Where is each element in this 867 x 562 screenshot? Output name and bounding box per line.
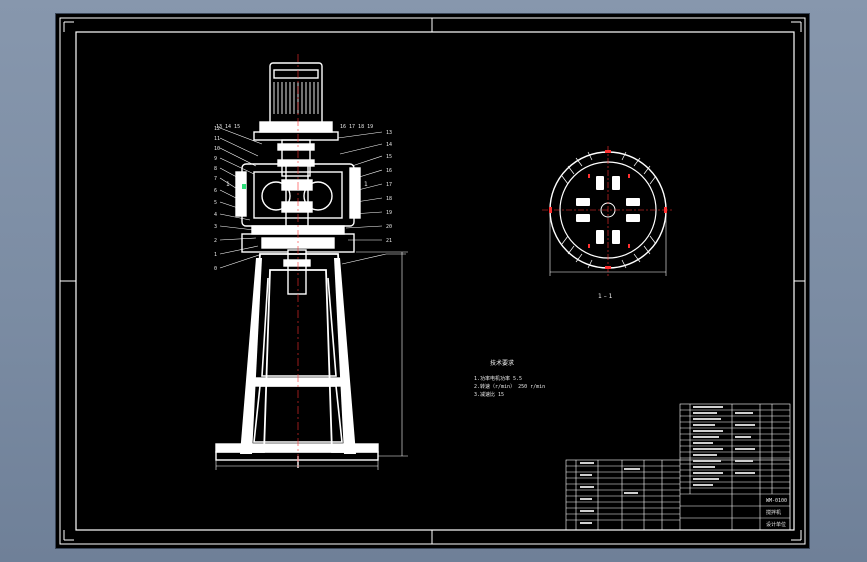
motor-fins bbox=[273, 82, 319, 114]
tech-line-1: 1.功率电机功率 5.5 bbox=[474, 375, 522, 382]
left-cover bbox=[235, 171, 247, 217]
leader-lines-right bbox=[337, 131, 406, 265]
centering-marks bbox=[60, 18, 805, 544]
title-block bbox=[565, 459, 791, 531]
part-balloons-left: 12 11 10 9 8 7 6 5 4 3 2 1 0 bbox=[214, 126, 220, 272]
svg-text:18: 18 bbox=[386, 196, 392, 202]
hatch-ring bbox=[561, 151, 657, 269]
svg-text:11: 11 bbox=[214, 136, 220, 142]
accent-marker bbox=[242, 184, 246, 189]
gear-right bbox=[303, 181, 333, 211]
upper-bearing-seat bbox=[253, 131, 339, 141]
tech-title: 技术要求 bbox=[490, 359, 514, 367]
tech-line-3: 3.减速比 15 bbox=[474, 391, 504, 398]
parts-list bbox=[679, 403, 791, 531]
svg-text:14: 14 bbox=[386, 142, 392, 148]
drawing-name: 搅拌机 bbox=[766, 509, 781, 516]
technical-requirements: 技术要求 1.功率电机功率 5.5 2.转速（r/min） 250 r/min … bbox=[474, 359, 545, 398]
svg-text:12: 12 bbox=[214, 126, 220, 132]
gear-left bbox=[261, 181, 291, 211]
part-balloons-top: 13 14 15 16 17 18 19 bbox=[216, 124, 373, 130]
section-centerlines bbox=[542, 146, 674, 278]
overall-width-dimension bbox=[215, 460, 379, 470]
part-balloons-right: 13 14 15 16 17 18 19 20 21 bbox=[386, 130, 392, 244]
svg-text:8: 8 bbox=[214, 166, 217, 172]
outer-sheet-border bbox=[59, 17, 806, 545]
svg-text:2: 2 bbox=[214, 238, 217, 244]
svg-text:16 17 18 19: 16 17 18 19 bbox=[340, 124, 373, 130]
motor-top-band bbox=[273, 69, 319, 79]
svg-text:9: 9 bbox=[214, 156, 217, 162]
inner-sheet-border bbox=[75, 31, 795, 531]
drawing-number: WM-0100 bbox=[766, 498, 787, 504]
table-row-ticks bbox=[580, 406, 755, 524]
svg-text:10: 10 bbox=[214, 146, 220, 152]
svg-text:1: 1 bbox=[364, 181, 368, 188]
svg-text:13: 13 bbox=[386, 130, 392, 136]
svg-text:19: 19 bbox=[386, 210, 392, 216]
svg-text:21: 21 bbox=[386, 238, 392, 244]
base-top bbox=[215, 443, 379, 453]
section-mark-1: 1 1 bbox=[226, 181, 368, 188]
svg-text:16: 16 bbox=[386, 168, 392, 174]
svg-text:1: 1 bbox=[214, 252, 217, 258]
inner-segments bbox=[576, 176, 640, 244]
section-red-ticks bbox=[549, 150, 667, 269]
svg-text:6: 6 bbox=[214, 188, 217, 194]
front-view-agitator bbox=[215, 62, 379, 468]
coupling-housing bbox=[281, 139, 311, 177]
tech-line-2: 2.转速（r/min） 250 r/min bbox=[474, 383, 545, 390]
motor-flange bbox=[259, 121, 333, 133]
svg-text:17: 17 bbox=[386, 182, 392, 188]
leader-lines-left bbox=[219, 127, 263, 269]
svg-text:0: 0 bbox=[214, 266, 217, 272]
svg-text:7: 7 bbox=[214, 176, 217, 182]
company-name: 设计单位 bbox=[766, 521, 786, 528]
section-label: 1 – 1 bbox=[598, 293, 613, 300]
svg-text:4: 4 bbox=[214, 212, 217, 218]
right-cover bbox=[349, 167, 361, 219]
svg-text:5: 5 bbox=[214, 200, 217, 206]
svg-text:3: 3 bbox=[214, 224, 217, 230]
svg-text:15: 15 bbox=[386, 154, 392, 160]
svg-text:1: 1 bbox=[226, 181, 230, 188]
overall-height-dimension bbox=[356, 251, 408, 457]
svg-text:13 14 15: 13 14 15 bbox=[216, 124, 240, 130]
output-shaft bbox=[287, 249, 307, 295]
svg-text:20: 20 bbox=[386, 224, 392, 230]
upper-gusset bbox=[261, 277, 337, 377]
